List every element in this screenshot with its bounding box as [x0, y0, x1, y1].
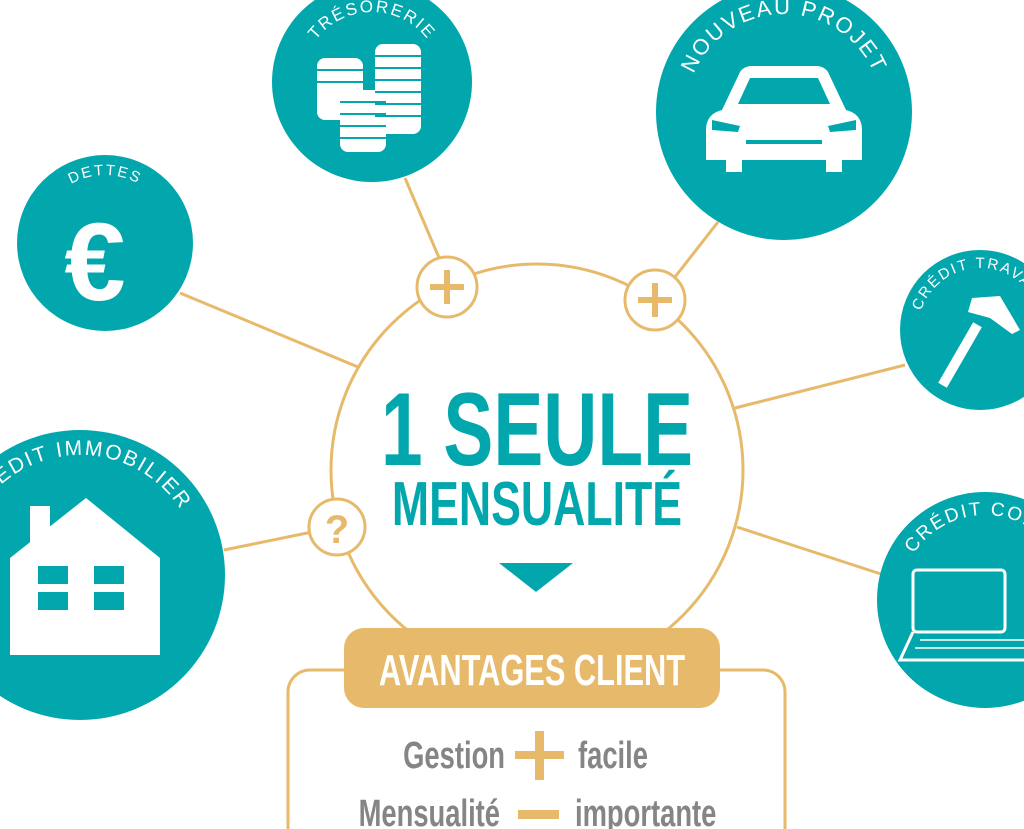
hammer-icon	[938, 296, 1020, 388]
advantage-right: facile	[578, 735, 648, 777]
house-icon	[10, 498, 160, 655]
plus-badge	[415, 255, 479, 319]
laptop-icon	[897, 568, 1024, 662]
euro-icon: €	[64, 201, 125, 324]
headline-line1: 1 SEULE	[381, 372, 693, 488]
advantage-left: Gestion	[403, 735, 505, 777]
advantage-right: importante	[575, 793, 716, 829]
advantage-row: Gestion facile	[403, 731, 648, 780]
node-credit-conso: CRÉDIT CONSO	[877, 492, 1024, 708]
node-tresorerie: TRÉSORERIE	[272, 0, 472, 182]
minus-icon	[518, 810, 559, 819]
question-badge: ?	[307, 497, 367, 557]
node-dettes: DETTES €	[17, 155, 193, 331]
connector-lines	[179, 177, 906, 577]
node-nouveau-projet: NOUVEAU PROJET	[656, 0, 912, 240]
question-mark: ?	[325, 508, 349, 552]
advantage-left: Mensualité	[359, 793, 500, 829]
node-credit-travaux: CRÉDIT TRAVAUX	[900, 250, 1024, 410]
node-credit-immobilier: CRÉDIT IMMOBILIER	[0, 430, 225, 720]
advantages-title: AVANTAGES CLIENT	[379, 647, 685, 696]
coins-icon	[317, 44, 421, 152]
down-arrow-icon	[499, 563, 573, 592]
plus-badge	[623, 268, 687, 332]
headline-line2: MENSUALITÉ	[392, 470, 682, 539]
plus-icon	[515, 731, 564, 780]
car-icon	[706, 66, 862, 172]
advantage-row: Mensualité importante	[359, 793, 717, 829]
advantages-header	[344, 628, 720, 708]
